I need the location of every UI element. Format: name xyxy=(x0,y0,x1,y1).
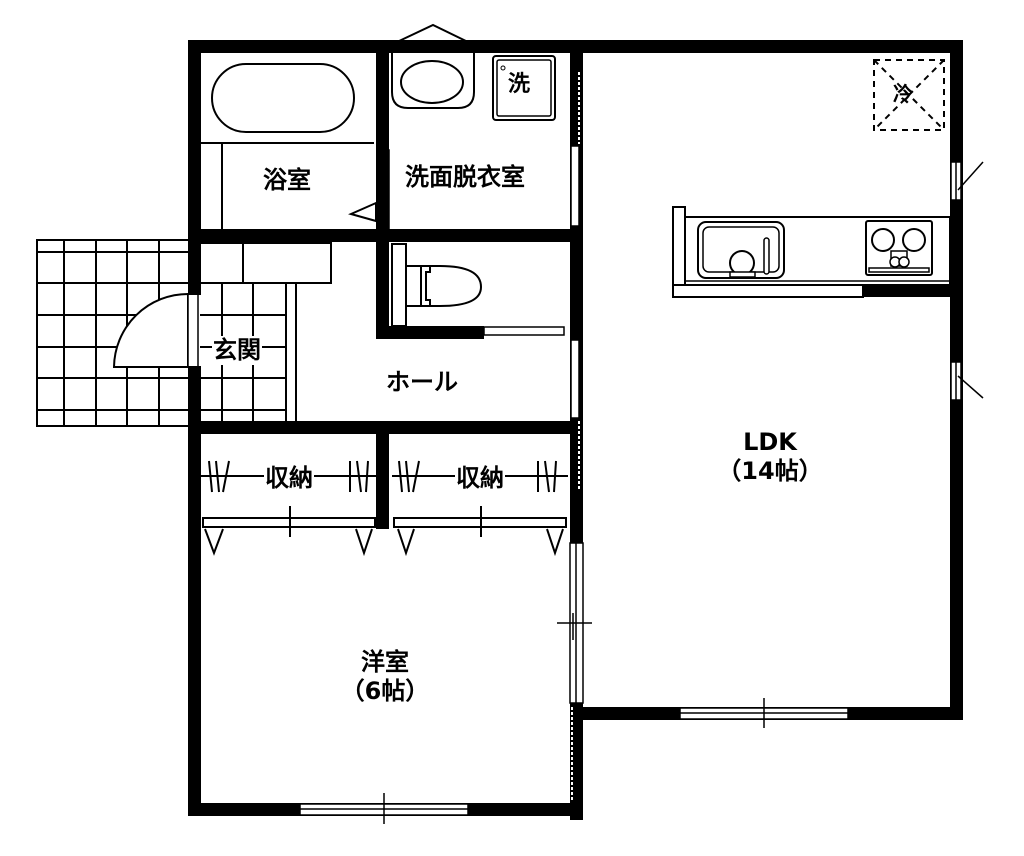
storage-closet-2 xyxy=(392,460,568,557)
shoe-cabinet xyxy=(199,242,332,284)
room-size-western: （6帖） xyxy=(330,676,440,706)
washer-label: 洗 xyxy=(508,72,531,97)
room-label-hall: ホール xyxy=(385,368,459,397)
room-label-entrance: 玄関 xyxy=(212,336,262,365)
washing-machine-icon xyxy=(492,55,556,121)
bathtub-icon xyxy=(200,63,374,231)
room-ldk: LDK （14帖） xyxy=(705,428,835,486)
stove-icon xyxy=(865,220,933,276)
openings xyxy=(299,72,984,824)
room-size-ldk: （14帖） xyxy=(705,456,835,486)
room-western: 洋室 （6帖） xyxy=(330,648,440,706)
kitchen-sink-icon xyxy=(697,221,785,279)
room-label-storage-1: 収納 xyxy=(264,464,314,493)
room-label-ldk: LDK xyxy=(705,428,835,457)
wash-basin-icon xyxy=(391,23,475,109)
room-label-bath: 浴室 xyxy=(262,166,312,195)
room-label-washroom: 洗面脱衣室 xyxy=(404,163,526,192)
room-label-storage-2: 収納 xyxy=(455,464,505,493)
room-label-western: 洋室 xyxy=(330,648,440,677)
refrigerator-space-icon xyxy=(873,59,945,131)
toilet-icon xyxy=(391,243,483,327)
fridge-label: 冷 xyxy=(893,82,913,106)
